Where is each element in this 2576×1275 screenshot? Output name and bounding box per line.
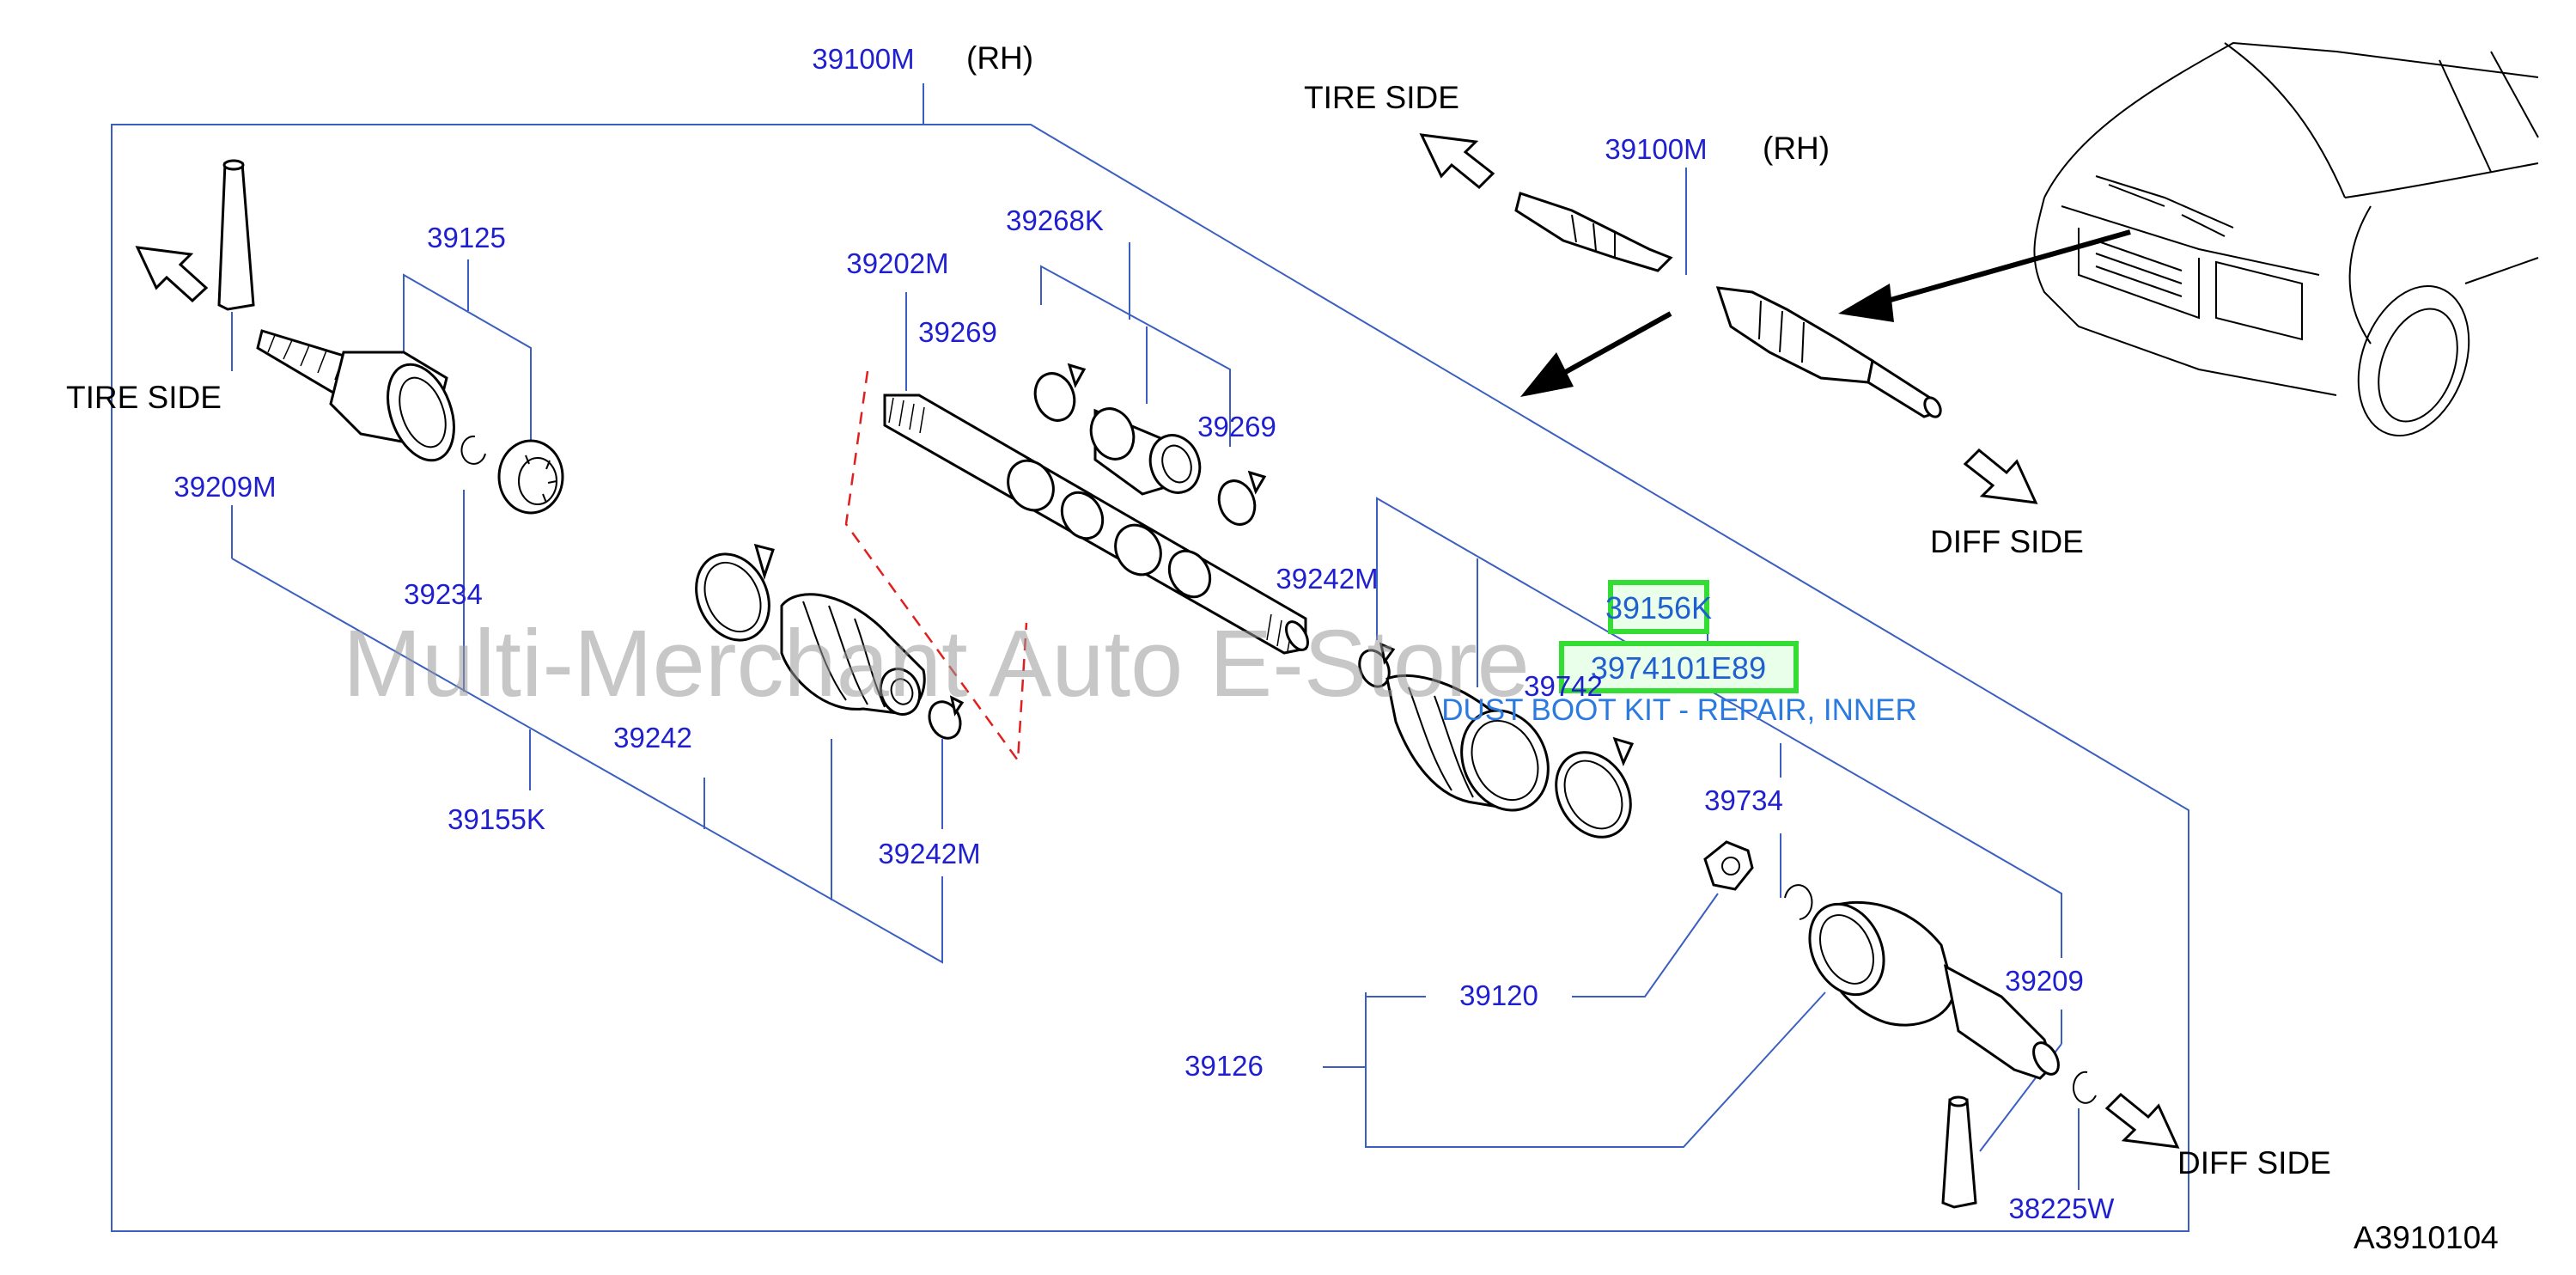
car-outline <box>2033 41 2539 437</box>
part-number-39125[interactable]: 39125 <box>427 222 506 253</box>
part-number-39269-b[interactable]: 39269 <box>1197 411 1276 442</box>
cut-line <box>844 370 1028 764</box>
arrow-shaft-to-exploded <box>1520 311 1672 397</box>
part-number-39209M[interactable]: 39209M <box>174 471 276 503</box>
part-number-39100M-right[interactable]: 39100M <box>1605 133 1707 165</box>
part-number-39734[interactable]: 39734 <box>1704 784 1783 816</box>
leader-39155K-group <box>231 558 943 964</box>
part-number-39126[interactable]: 39126 <box>1184 1050 1264 1082</box>
damper-39268K <box>1089 407 1202 496</box>
diff-side-label-top: DIFF SIDE <box>1930 524 2084 559</box>
inner-race-39125 <box>497 439 564 515</box>
inner-cv-joint-39126 <box>1808 900 2060 1080</box>
snap-ring-39234 <box>460 435 486 465</box>
watermark: Multi-Merchant Auto E-Store <box>343 611 1530 717</box>
arrow-car-to-shaft <box>1838 229 2131 322</box>
tapered-tool-38225W <box>1941 1095 1977 1209</box>
highlight-39156K[interactable]: 39156K <box>1605 590 1712 625</box>
arrow-diff-side-top-icon <box>1963 448 2038 504</box>
tripod-39120 <box>1703 840 1754 891</box>
inner-boot-39742 <box>1385 674 1550 812</box>
leader-39268K-bracket <box>1040 265 1231 447</box>
highlight-3974101E89[interactable]: 3974101E89 <box>1591 650 1766 686</box>
part-number-39268K[interactable]: 39268K <box>1006 204 1104 236</box>
part-number-39202M[interactable]: 39202M <box>846 247 948 279</box>
outer-boot <box>780 593 926 716</box>
highlight-box-3974101E89[interactable] <box>1559 641 1799 693</box>
arrow-tire-side-left-icon <box>135 246 209 303</box>
part-number-39120[interactable]: 39120 <box>1459 979 1538 1011</box>
band-39269-b <box>1217 470 1267 526</box>
mini-driveshaft <box>1514 192 1942 418</box>
snap-ring-39734 <box>1784 884 1813 920</box>
arrow-tire-side-top-icon <box>1419 133 1495 190</box>
leader-39120-b <box>1572 893 1719 997</box>
tire-side-label-left: TIRE SIDE <box>66 380 222 415</box>
leader-39126-bracket <box>1365 991 1826 1148</box>
part-number-39155K[interactable]: 39155K <box>448 803 545 835</box>
part-number-39242M-low[interactable]: 39242M <box>878 838 980 869</box>
highlight-box-39156K[interactable] <box>1608 580 1709 634</box>
boot-band-large <box>1555 736 1635 839</box>
leader-39125-bracket <box>403 273 532 451</box>
highlight-description: DUST BOOT KIT - REPAIR, INNER <box>1441 693 1917 727</box>
part-number-39269-a[interactable]: 39269 <box>918 316 997 348</box>
part-number-39234[interactable]: 39234 <box>404 578 483 610</box>
part-number-39242M-mid[interactable]: 39242M <box>1276 563 1378 595</box>
band-39269-a <box>1033 363 1087 422</box>
tapered-tool <box>217 159 255 311</box>
snap-ring-39209 <box>2072 1071 2097 1104</box>
figure-code: A3910104 <box>2354 1220 2499 1255</box>
rh-label-top: (RH) <box>966 40 1033 76</box>
boot-band-39242-left <box>695 543 775 642</box>
part-number-39209[interactable]: 39209 <box>2005 965 2084 997</box>
rh-label-right: (RH) <box>1763 131 1830 166</box>
assembly-frame <box>111 124 2189 1232</box>
part-number-39742[interactable]: 39742 <box>1524 670 1603 702</box>
band-39242M-mid <box>1358 642 1396 688</box>
arrow-diff-side-bottom-icon <box>2104 1092 2180 1149</box>
outer-cv-joint <box>256 329 455 462</box>
tire-side-label-top: TIRE SIDE <box>1304 80 1459 115</box>
drive-shaft-39202M <box>883 393 1309 655</box>
part-number-39242-left[interactable]: 39242 <box>613 722 692 753</box>
part-number-38225W[interactable]: 38225W <box>2009 1193 2116 1224</box>
leader-39242M-mid-group <box>1376 497 2062 958</box>
boot-band-39242M-low <box>928 695 965 740</box>
part-number-39100M-top[interactable]: 39100M <box>812 43 914 75</box>
diff-side-label-bottom: DIFF SIDE <box>2177 1145 2331 1180</box>
